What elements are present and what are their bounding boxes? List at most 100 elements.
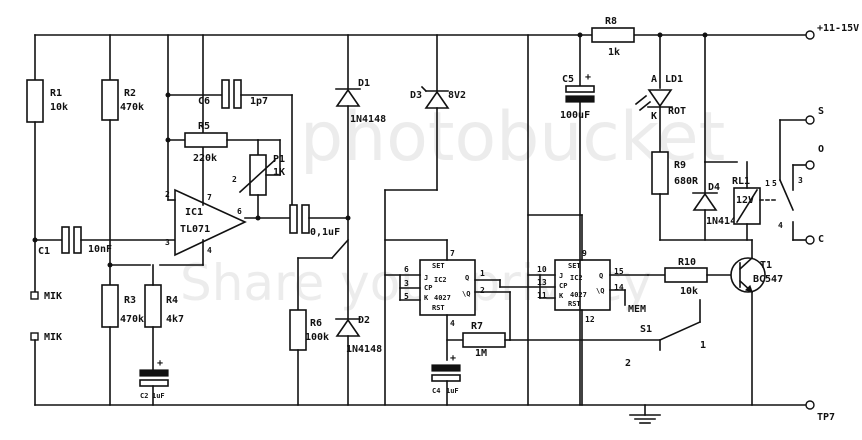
svg-text:R4: R4 xyxy=(166,295,178,306)
svg-text:J: J xyxy=(424,274,428,282)
opamp-ic1: IC1 TL071 2 3 7 4 6 xyxy=(165,188,247,257)
svg-text:P1: P1 xyxy=(273,154,285,165)
svg-text:100uF: 100uF xyxy=(560,110,590,121)
svg-text:470k: 470k xyxy=(120,102,144,113)
svg-text:\Q: \Q xyxy=(596,287,604,295)
svg-text:IC1: IC1 xyxy=(185,207,203,218)
svg-text:220k: 220k xyxy=(193,153,217,164)
resistor-r3: R3 470k xyxy=(101,284,144,328)
svg-text:6: 6 xyxy=(237,207,242,216)
svg-text:100k: 100k xyxy=(305,332,329,343)
svg-text:1N4148: 1N4148 xyxy=(350,114,386,125)
svg-text:4k7: 4k7 xyxy=(166,314,184,325)
svg-text:680R: 680R xyxy=(674,176,699,187)
svg-text:SET: SET xyxy=(432,262,445,270)
svg-text:R5: R5 xyxy=(198,121,210,132)
svg-text:RST: RST xyxy=(568,300,581,308)
svg-text:R10: R10 xyxy=(678,257,696,268)
diode-d1: D1 1N4148 xyxy=(335,78,386,125)
ground-label: TP7 xyxy=(817,412,835,423)
svg-text:Q: Q xyxy=(599,272,603,280)
capacitor-c5: + C5 100uF xyxy=(560,72,595,121)
svg-text:C: C xyxy=(818,234,824,245)
svg-text:R6: R6 xyxy=(310,318,322,329)
mic-label-b: MIK xyxy=(44,332,62,343)
capacitor-c6: C6 1p7 xyxy=(198,79,268,109)
svg-text:2: 2 xyxy=(232,175,237,184)
flipflop-ic2a: SET J CP K IC2 4027 RST Q \Q 7 6 3 5 1 2… xyxy=(404,249,485,328)
svg-text:10: 10 xyxy=(537,265,547,274)
svg-text:R3: R3 xyxy=(124,295,136,306)
svg-text:5: 5 xyxy=(404,292,409,301)
svg-text:1: 1 xyxy=(765,179,770,188)
svg-text:4027: 4027 xyxy=(570,291,587,299)
svg-text:3: 3 xyxy=(798,176,803,185)
svg-text:0,1uF: 0,1uF xyxy=(310,227,340,238)
svg-text:14: 14 xyxy=(614,283,624,292)
resistor-r10: R10 10k xyxy=(664,257,708,297)
svg-text:1: 1 xyxy=(480,269,485,278)
svg-text:C4: C4 xyxy=(432,387,440,395)
svg-text:D1: D1 xyxy=(358,78,370,89)
mem-label: MEM xyxy=(628,304,646,315)
svg-text:1M: 1M xyxy=(475,348,487,359)
resistor-r7: R7 1M xyxy=(462,321,506,359)
supply-label: +11-15V xyxy=(817,23,859,34)
svg-text:7: 7 xyxy=(207,193,212,202)
svg-text:1uF: 1uF xyxy=(152,392,165,400)
ground-symbol xyxy=(629,404,661,424)
svg-text:+: + xyxy=(585,72,591,83)
led-ld1: A LD1 K ROT xyxy=(634,74,686,122)
mic-terminal-a xyxy=(30,291,39,300)
svg-text:D2: D2 xyxy=(358,315,370,326)
svg-text:RL1: RL1 xyxy=(732,176,750,187)
svg-text:13: 13 xyxy=(537,278,547,287)
svg-text:O: O xyxy=(818,144,824,155)
svg-text:1p7: 1p7 xyxy=(250,96,268,107)
svg-text:IC2: IC2 xyxy=(570,274,583,282)
resistor-r6: R6 100k xyxy=(289,309,329,351)
svg-text:R9: R9 xyxy=(674,160,686,171)
svg-text:470k: 470k xyxy=(120,314,144,325)
resistor-r2: R2 470k xyxy=(101,79,144,121)
mic-terminal-b xyxy=(30,332,39,341)
svg-text:12: 12 xyxy=(585,315,595,324)
svg-text:R2: R2 xyxy=(124,88,136,99)
svg-text:J: J xyxy=(559,272,563,280)
svg-text:C1: C1 xyxy=(38,246,50,257)
svg-text:4027: 4027 xyxy=(434,294,451,302)
svg-text:A: A xyxy=(651,74,657,85)
supply-rail: +11-15V xyxy=(34,23,859,40)
svg-text:LD1: LD1 xyxy=(665,74,683,85)
svg-text:15: 15 xyxy=(614,267,624,276)
svg-text:1K: 1K xyxy=(273,167,285,178)
capacitor-c3: 0,1uF xyxy=(289,204,340,238)
svg-text:10k: 10k xyxy=(680,286,698,297)
svg-text:6: 6 xyxy=(404,265,409,274)
svg-text:R1: R1 xyxy=(50,88,62,99)
ground-terminal xyxy=(805,400,815,410)
svg-text:10k: 10k xyxy=(50,102,68,113)
capacitor-c4: + C4 1uF xyxy=(431,353,461,395)
svg-text:9: 9 xyxy=(582,249,587,258)
svg-text:Q: Q xyxy=(465,274,469,282)
svg-text:4: 4 xyxy=(450,319,455,328)
svg-text:\Q: \Q xyxy=(462,290,470,298)
svg-text:TL071: TL071 xyxy=(180,224,210,235)
svg-text:12V: 12V xyxy=(736,195,754,206)
svg-text:5: 5 xyxy=(772,179,777,188)
svg-text:IC2: IC2 xyxy=(434,276,447,284)
svg-text:C6: C6 xyxy=(198,96,210,107)
switch-s1: S1 1 2 xyxy=(509,299,706,369)
ground-rail: TP7 xyxy=(34,400,835,424)
svg-text:T1: T1 xyxy=(760,260,772,271)
svg-text:D4: D4 xyxy=(708,182,720,193)
svg-text:+: + xyxy=(157,358,163,369)
svg-text:S: S xyxy=(818,106,824,117)
resistor-r4: R4 4k7 xyxy=(144,284,184,328)
resistor-r8: R8 1k xyxy=(591,16,635,58)
diode-d2: D2 1N4148 xyxy=(335,315,382,355)
svg-text:3: 3 xyxy=(165,238,170,247)
mic-label-a: MIK xyxy=(44,291,62,302)
